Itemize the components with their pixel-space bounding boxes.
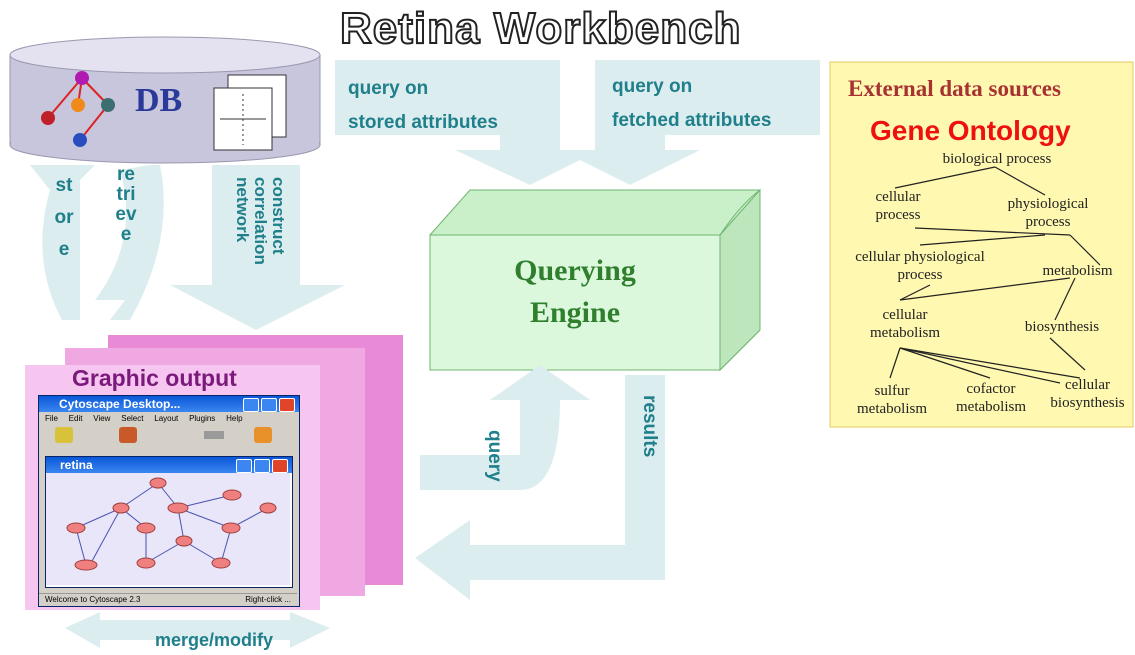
construct-line-3: network <box>233 177 252 243</box>
query-fetched-label: query on fetched attributes <box>612 70 771 138</box>
network-canvas[interactable] <box>46 473 290 585</box>
go-node-cellular-physiological-process: cellular physiological process <box>855 249 985 283</box>
go-node-cellular-biosynthesis: cellular biosynthesis <box>1050 377 1125 411</box>
cytoscape-window[interactable]: Cytoscape Desktop... File Edit View Sele… <box>38 395 300 607</box>
ontology-title: Gene Ontology <box>870 115 1071 146</box>
page-title: Retina Workbench <box>339 3 742 54</box>
results-label: results <box>639 395 660 458</box>
documents-icon <box>213 74 287 151</box>
retrieve-label: retrieve <box>115 164 137 245</box>
construct-label: construct correlation network <box>225 170 288 280</box>
go-node-cellular-metabolism: cellular metabolism <box>870 307 940 341</box>
go-node-biological-process: biological process <box>942 151 1052 167</box>
engine-line-1: Querying <box>514 254 636 287</box>
cytoscape-title: Cytoscape Desktop... <box>59 397 181 411</box>
minimize-button[interactable] <box>243 398 259 412</box>
menu-help[interactable]: Help <box>226 414 243 423</box>
status-right: Right-click ... <box>245 595 291 604</box>
menu-layout[interactable]: Layout <box>154 414 179 423</box>
store-label: store <box>54 175 74 260</box>
query-stored-arrow <box>335 60 600 185</box>
query-stored-line-2: stored attributes <box>348 112 498 133</box>
go-node-cofactor-metabolism: cofactor metabolism <box>956 381 1026 415</box>
store-arrow <box>30 165 95 320</box>
engine-label: Querying Engine <box>460 250 690 334</box>
network-maximize-button[interactable] <box>254 459 270 473</box>
close-button[interactable] <box>279 398 295 412</box>
ontology-edges <box>889 166 1101 384</box>
graphic-output-heading: Graphic output <box>72 365 237 391</box>
go-node-sulfur-metabolism: sulfur metabolism <box>857 383 927 417</box>
menu-edit[interactable]: Edit <box>68 414 83 423</box>
maximize-button[interactable] <box>261 398 277 412</box>
menu-view[interactable]: View <box>93 414 111 423</box>
query-stored-line-1: query on <box>348 78 429 99</box>
go-node-biosynthesis: biosynthesis <box>1024 319 1100 335</box>
querying-engine-box <box>429 188 761 372</box>
network-close-button[interactable] <box>272 459 288 473</box>
results-arrow <box>415 375 665 600</box>
toolbar <box>39 425 299 447</box>
query-arrow <box>420 365 590 490</box>
construct-line-1: construct <box>269 177 288 255</box>
network-window[interactable]: retina <box>45 456 293 588</box>
open-icon[interactable] <box>55 427 73 443</box>
external-heading: External data sources <box>848 76 1061 101</box>
import-icon[interactable] <box>119 427 137 443</box>
cytoscape-titlebar[interactable]: Cytoscape Desktop... <box>39 396 299 412</box>
layout-icon[interactable] <box>254 427 272 443</box>
retrieve-arrow <box>95 165 164 320</box>
network-title: retina <box>60 458 93 472</box>
query-fetched-arrow <box>560 60 820 185</box>
go-node-cellular-process: cellular process <box>875 189 921 223</box>
menu-file[interactable]: File <box>45 414 58 423</box>
status-bar: Welcome to Cytoscape 2.3 Right-click ... <box>39 593 297 606</box>
query-label: query <box>484 430 505 482</box>
merge-arrow <box>65 612 330 648</box>
zoom-icon[interactable] <box>204 431 224 439</box>
query-fetched-line-1: query on <box>612 76 693 97</box>
menu-plugins[interactable]: Plugins <box>189 414 216 423</box>
network-minimize-button[interactable] <box>236 459 252 473</box>
menu-select[interactable]: Select <box>121 414 144 423</box>
status-left: Welcome to Cytoscape 2.3 <box>45 595 141 604</box>
db-label: DB <box>135 82 183 119</box>
go-node-metabolism: metabolism <box>1042 263 1113 279</box>
engine-line-2: Engine <box>529 296 621 329</box>
graph-icon <box>41 71 115 147</box>
network-titlebar[interactable]: retina <box>46 457 292 473</box>
merge-label: merge/modify <box>155 630 274 650</box>
query-stored-label: query on stored attributes <box>348 72 498 140</box>
construct-arrow <box>170 165 345 330</box>
query-fetched-line-2: fetched attributes <box>612 110 772 131</box>
menu-bar: File Edit View Select Layout Plugins Hel… <box>39 412 299 425</box>
construct-line-2: correlation <box>251 177 270 265</box>
go-node-physiological-process: physiological process <box>1007 196 1089 230</box>
